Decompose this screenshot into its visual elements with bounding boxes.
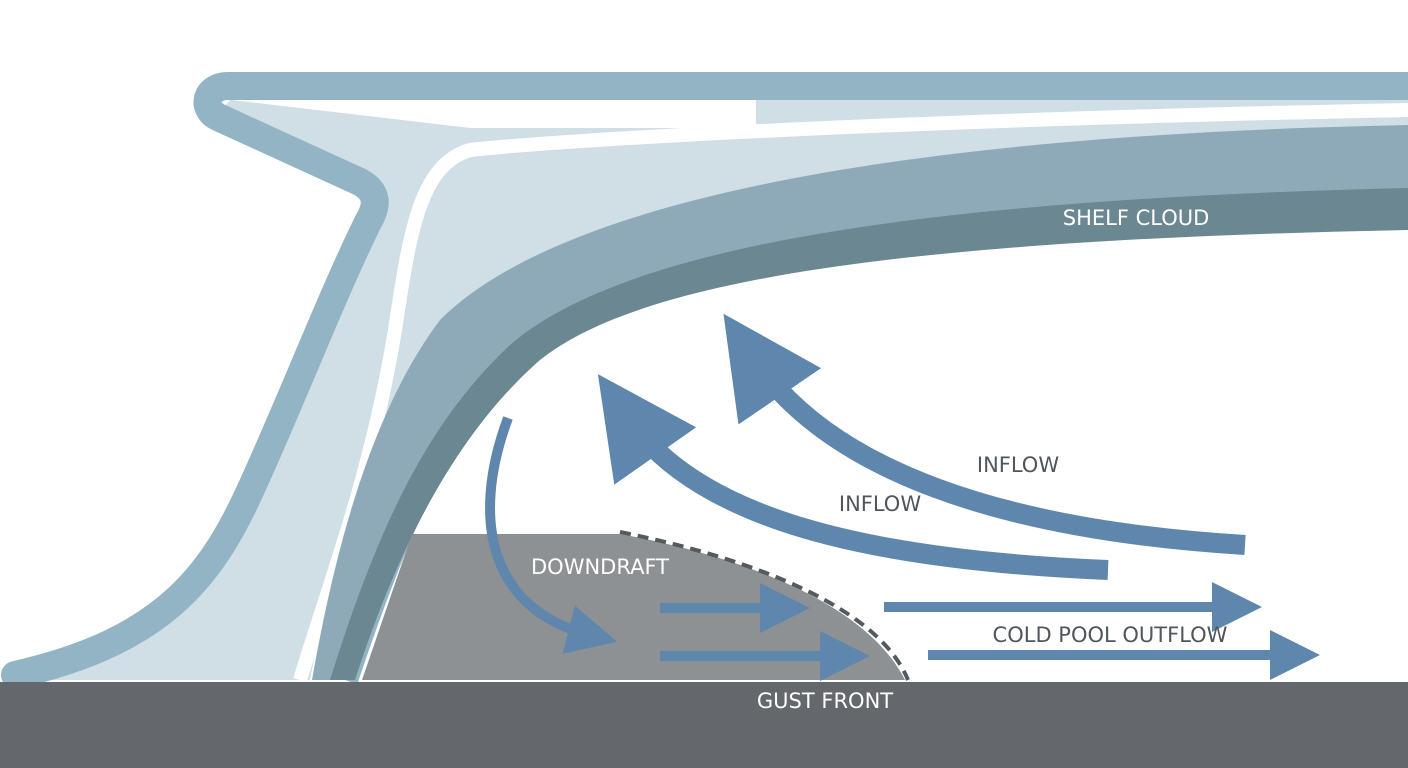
downdraft-arrow bbox=[485, 416, 618, 654]
cloud-anvil-outline bbox=[1, 72, 1408, 689]
ground bbox=[0, 682, 1408, 768]
shelf-cloud-label: SHELF CLOUD bbox=[1063, 206, 1210, 230]
anvil-notch bbox=[232, 100, 756, 128]
inflow-arrow-lower bbox=[597, 374, 1109, 580]
cold-pool bbox=[362, 534, 905, 680]
gust-front-label: GUST FRONT bbox=[757, 689, 893, 713]
shelf-band-dark bbox=[330, 188, 1408, 680]
cold-pool-outflow-label: COLD POOL OUTFLOW bbox=[993, 623, 1228, 647]
inflow-label-upper: INFLOW bbox=[977, 453, 1059, 477]
gust-front-line bbox=[619, 530, 910, 681]
shelf-band-light bbox=[312, 125, 1408, 680]
inflow-arrow-upper bbox=[723, 313, 1246, 555]
inflow-label-lower: INFLOW bbox=[839, 492, 921, 516]
downdraft-label: DOWNDRAFT bbox=[531, 555, 669, 579]
